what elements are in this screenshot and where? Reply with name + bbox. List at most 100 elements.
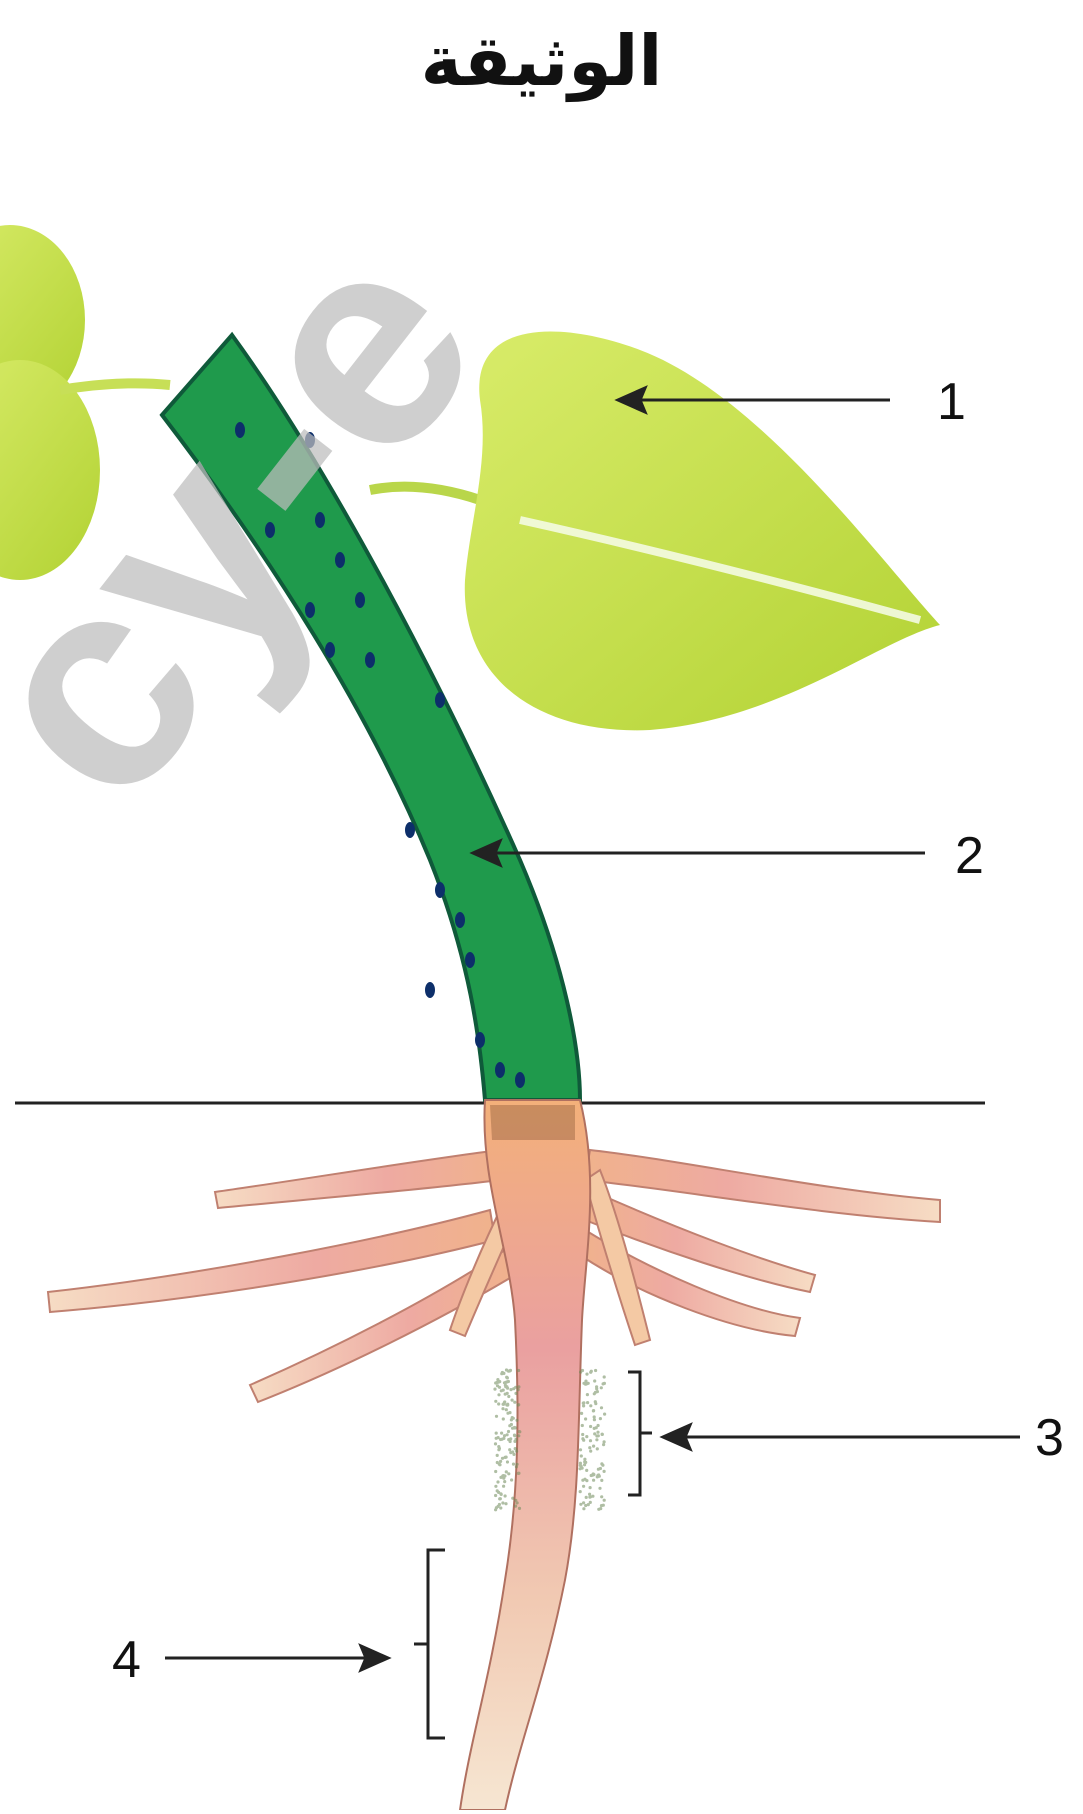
root-hair-dot <box>593 1379 596 1382</box>
root-hair-dot <box>494 1400 497 1403</box>
root-hair-dot <box>503 1434 506 1437</box>
root-hair-dot <box>601 1433 604 1436</box>
root-hair-dot <box>580 1454 583 1457</box>
root-hair-dot <box>602 1443 605 1446</box>
root-hair-dot <box>506 1376 509 1379</box>
root-hair-dot <box>509 1388 512 1391</box>
root-hair-dot <box>585 1469 588 1472</box>
root-hair-dot <box>582 1485 585 1488</box>
root-hair-dot <box>508 1448 511 1451</box>
root-hair-dot <box>600 1386 603 1389</box>
root-hair-dot <box>600 1479 603 1482</box>
root-hair-dot <box>507 1430 510 1433</box>
root-hair-dot <box>579 1448 582 1451</box>
root-hair-dot <box>504 1502 507 1505</box>
root-hair-dot <box>593 1427 596 1430</box>
root-hair-dot <box>581 1424 584 1427</box>
root-hair-dot <box>579 1371 582 1374</box>
root-hair-dot <box>496 1480 499 1483</box>
root-hair-dot <box>499 1476 502 1479</box>
root-hair-dot <box>507 1370 510 1373</box>
root-hair-dot <box>517 1385 520 1388</box>
stem-spot <box>515 1072 525 1088</box>
root-hair-dot <box>517 1434 520 1437</box>
root-hair-dot <box>504 1393 507 1396</box>
root-hair-dot <box>494 1442 497 1445</box>
root-hair-dot <box>597 1468 600 1471</box>
root-hair-dot <box>596 1475 599 1478</box>
root-hair-dot <box>589 1371 592 1374</box>
root-hair-dot <box>582 1402 585 1405</box>
root-hair-dot <box>603 1375 606 1378</box>
root-hair-dot <box>506 1412 509 1415</box>
root-hair-dot <box>584 1383 587 1386</box>
root-hair-dot <box>513 1440 516 1443</box>
main-root <box>460 1100 590 1810</box>
root-hair-dot <box>504 1385 507 1388</box>
stem-spot <box>455 912 465 928</box>
arrow-3 <box>663 1425 1020 1449</box>
bracket-3 <box>628 1372 652 1495</box>
root-hair-dot <box>600 1495 603 1498</box>
root-hair-dot <box>598 1487 601 1490</box>
root-hair-dot <box>505 1470 508 1473</box>
stem-spot <box>465 952 475 968</box>
root-hair-dot <box>586 1393 589 1396</box>
root-hair-dot <box>585 1496 588 1499</box>
stem-spot <box>425 982 435 998</box>
root-hair-dot <box>503 1381 506 1384</box>
root-hair-dot <box>508 1424 511 1427</box>
root-hair-dot <box>517 1403 520 1406</box>
label-4: 4 <box>112 1630 141 1690</box>
root-hair-dot <box>591 1495 594 1498</box>
root-hair-dot <box>516 1463 519 1466</box>
root-hair-dot <box>502 1417 505 1420</box>
root-hair-dot <box>579 1467 582 1470</box>
root-hair-dot <box>593 1418 596 1421</box>
arrow-2 <box>473 841 925 865</box>
root-hair-dot <box>499 1460 502 1463</box>
root-hair-dot <box>493 1388 496 1391</box>
root-hair-dot <box>592 1479 595 1482</box>
root-hair-dot <box>498 1463 501 1466</box>
root-hair-dot <box>501 1457 504 1460</box>
root-hair-dot <box>517 1369 520 1372</box>
stem-spot <box>475 1032 485 1048</box>
root-hair-dot <box>594 1400 597 1403</box>
root-hair-dot <box>600 1406 603 1409</box>
stem-spot <box>495 1062 505 1078</box>
root-hair-dot <box>588 1446 591 1449</box>
root-hair-dot <box>514 1392 517 1395</box>
root-hair-dot <box>494 1485 497 1488</box>
root-hair-dot <box>581 1433 584 1436</box>
root-hair-dot <box>497 1393 500 1396</box>
root-hair-dot <box>517 1388 520 1391</box>
root-hair-dot <box>593 1392 596 1395</box>
root-hair-dot <box>506 1460 509 1463</box>
root-hair-dot <box>496 1461 499 1464</box>
root-hair-dot <box>597 1424 600 1427</box>
root-hair-dot <box>592 1409 595 1412</box>
root-hair-dot <box>500 1389 503 1392</box>
root-hair-dot <box>495 1437 498 1440</box>
root-hair-dot <box>507 1395 510 1398</box>
label-2: 2 <box>955 826 984 886</box>
root-hair-dot <box>584 1504 587 1507</box>
root-hair-dot <box>500 1493 503 1496</box>
root-hair-dot <box>585 1435 588 1438</box>
root-hair-dot <box>511 1497 514 1500</box>
root-hair-dot <box>514 1505 517 1508</box>
root-hair-dot <box>603 1413 606 1416</box>
root-hair-dot <box>514 1499 517 1502</box>
root-hair-dot <box>510 1478 513 1481</box>
root-hair-dot <box>583 1460 586 1463</box>
root-hair-dot <box>596 1447 599 1450</box>
root-hair-dot <box>594 1369 597 1372</box>
root-hair-dot <box>582 1439 585 1442</box>
stem-spot <box>435 882 445 898</box>
root-hair-dot <box>509 1451 512 1454</box>
root-hair-dot <box>494 1494 497 1497</box>
root-hair-dot <box>496 1454 499 1457</box>
label-3: 3 <box>1035 1408 1064 1468</box>
root-hair-dot <box>589 1450 592 1453</box>
